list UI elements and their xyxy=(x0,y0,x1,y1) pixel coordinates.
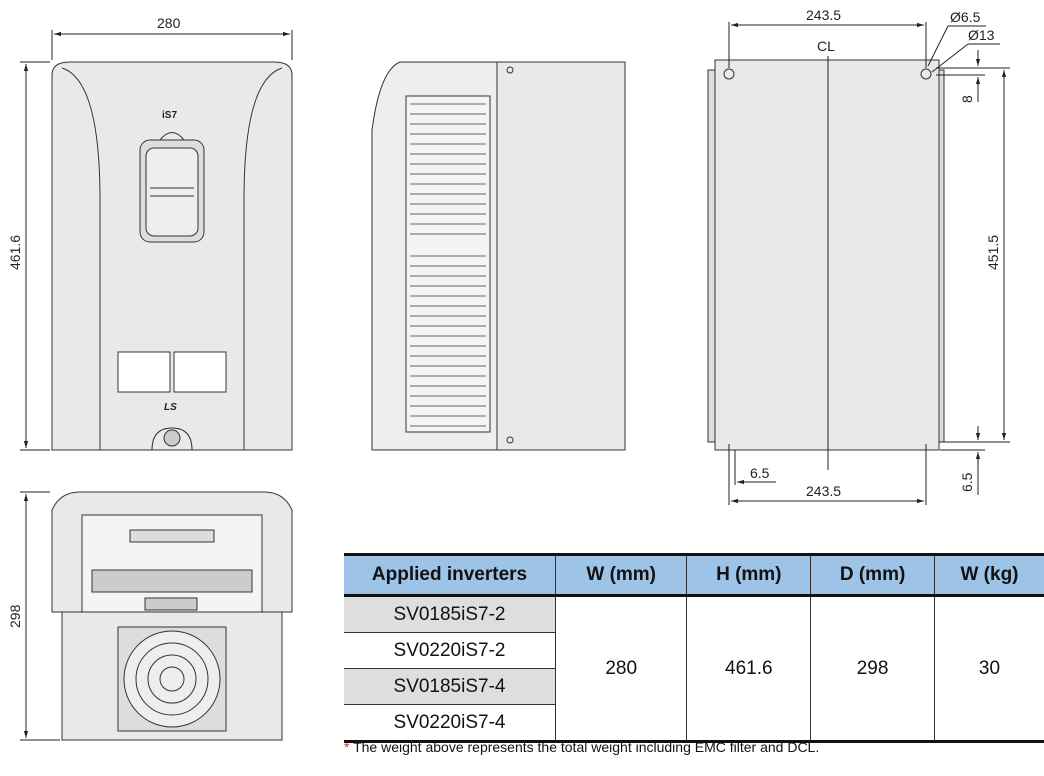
header-depth: D (mm) xyxy=(810,553,935,597)
header-width: W (mm) xyxy=(554,553,687,597)
height-value: 461.6 xyxy=(686,595,811,743)
table-row: SV0220iS7-4 xyxy=(344,704,1044,743)
footnote-text: The weight above represents the total we… xyxy=(349,739,820,755)
weight-value: 30 xyxy=(933,595,1044,743)
hole-large-dimension: Ø13 xyxy=(968,27,995,43)
side-view xyxy=(371,61,626,451)
front-dimensions xyxy=(20,30,293,451)
bottom-view xyxy=(51,491,293,741)
bottom-dimensions xyxy=(20,491,60,741)
footnote-marker: * xyxy=(344,739,350,755)
depth-dimension: 298 xyxy=(7,604,23,628)
top-offset-dimension: 8 xyxy=(959,95,975,103)
left-offset-dimension: 6.5 xyxy=(750,465,770,481)
height-dimension: 461.6 xyxy=(7,235,23,270)
back-view xyxy=(707,56,945,470)
model-cell: SV0185iS7-2 xyxy=(344,595,556,633)
back-bottom-dimension: 243.5 xyxy=(806,483,841,499)
brand-label: iS7 xyxy=(162,110,177,121)
table-row: SV0185iS7-4 xyxy=(344,668,1044,705)
dimensions-table: Applied inverters W (mm) H (mm) D (mm) W… xyxy=(344,553,1044,743)
front-view xyxy=(51,61,293,451)
table-header-row: Applied inverters W (mm) H (mm) D (mm) W… xyxy=(344,553,1044,597)
table-row: SV0185iS7-2 280 461.6 298 30 xyxy=(344,595,1044,743)
model-cell: SV0220iS7-4 xyxy=(344,704,556,743)
header-applied-inverters: Applied inverters xyxy=(344,553,556,597)
width-value: 280 xyxy=(554,595,687,743)
logo-label: LS xyxy=(164,402,177,413)
centerline-label: CL xyxy=(817,38,835,54)
weight-footnote: * The weight above represents the total … xyxy=(344,739,819,755)
table-row: SV0220iS7-2 xyxy=(344,632,1044,669)
back-height-dimension: 451.5 xyxy=(985,235,1001,270)
back-top-dimension: 243.5 xyxy=(806,7,841,23)
header-weight: W (kg) xyxy=(933,553,1044,597)
depth-value: 298 xyxy=(810,595,935,743)
hole-small-dimension: Ø6.5 xyxy=(950,9,981,25)
width-dimension: 280 xyxy=(157,15,181,31)
back-dimensions xyxy=(728,22,1010,505)
model-cell: SV0220iS7-2 xyxy=(344,632,556,669)
header-height: H (mm) xyxy=(686,553,811,597)
bottom-offset-dimension: 6.5 xyxy=(959,472,975,492)
model-cell: SV0185iS7-4 xyxy=(344,668,556,705)
